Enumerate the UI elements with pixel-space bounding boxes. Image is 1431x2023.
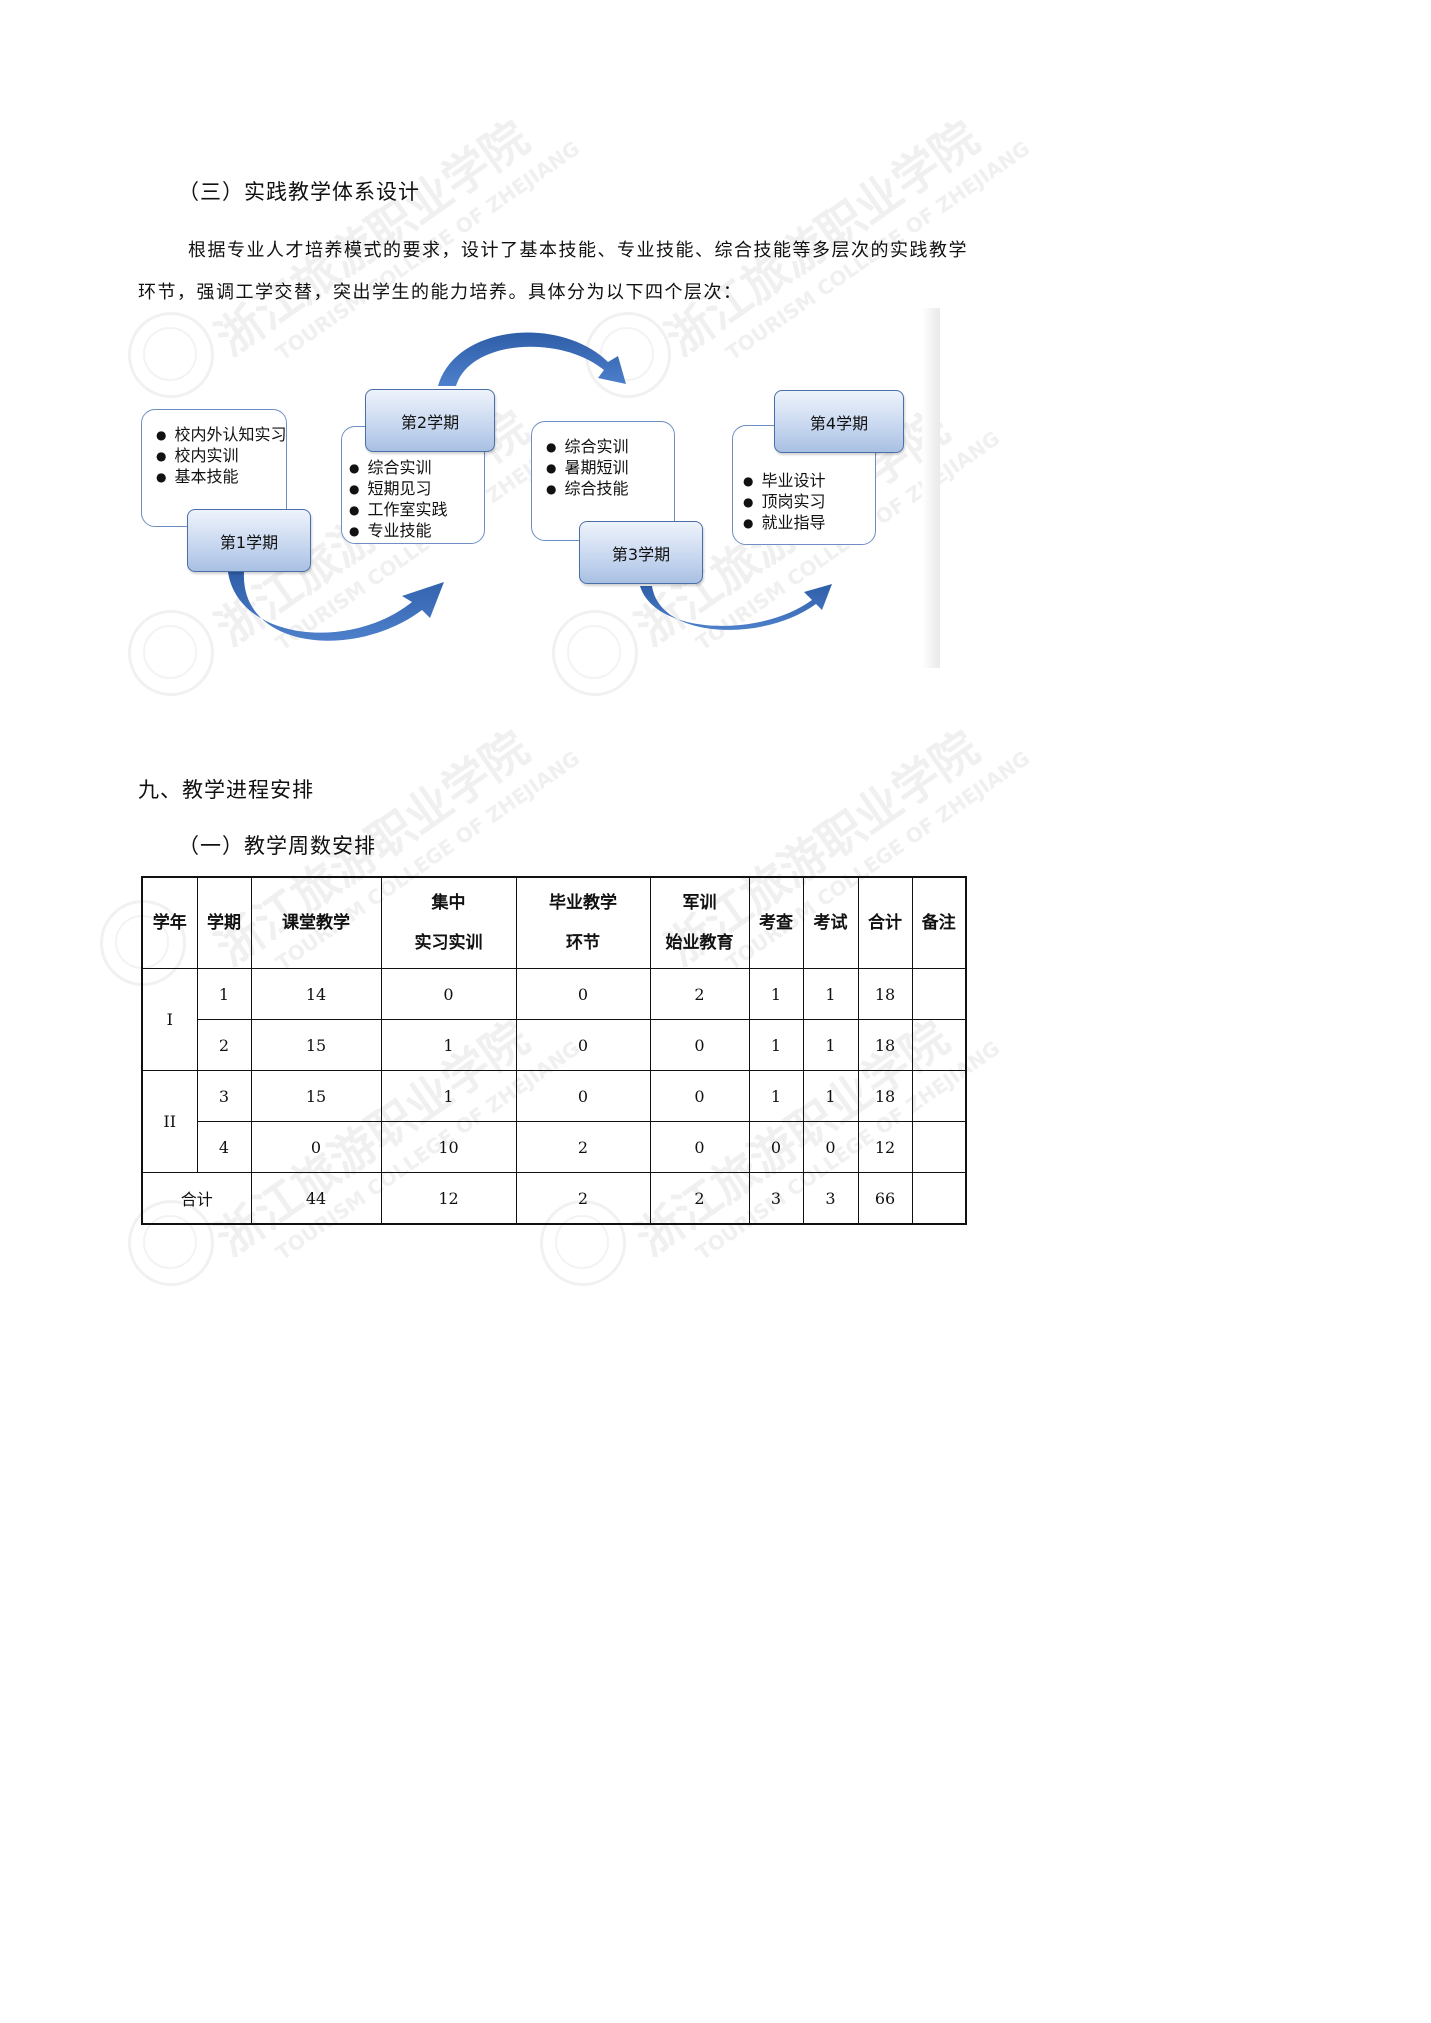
flow-arrows xyxy=(228,332,832,641)
table-cell: 4 xyxy=(196,1121,252,1173)
table-cell xyxy=(911,968,967,1020)
table-cell: 3 xyxy=(802,1172,859,1225)
term1-card: 校内外认知实习 校内实训 基本技能 xyxy=(141,409,287,527)
table-row: 4 0 10 2 0 0 0 12 xyxy=(142,1121,967,1173)
teaching-weeks-table: 学年 学期 课堂教学 集中实习实训 毕业教学环节 军训始业教育 考查 考试 合计… xyxy=(141,876,967,1225)
table-cell: 10 xyxy=(380,1121,517,1173)
table-cell: 2 xyxy=(649,968,750,1020)
subsection-title-weeks: （一）教学周数安排 xyxy=(178,834,376,858)
total-label-cell: 合计 xyxy=(141,1172,252,1225)
table-cell xyxy=(911,1019,967,1071)
table-cell: 15 xyxy=(250,1070,382,1122)
term2-label: 第2学期 xyxy=(365,389,495,452)
table-row: I 1 14 0 0 2 1 1 18 xyxy=(141,968,967,1071)
table-cell: 66 xyxy=(857,1172,913,1225)
table-row: 2 15 1 0 0 1 1 18 xyxy=(142,1019,967,1071)
table-cell: 0 xyxy=(515,968,651,1020)
table-cell: 0 xyxy=(649,1070,750,1122)
table-cell: 0 xyxy=(748,1121,804,1173)
table-cell: 0 xyxy=(380,968,517,1020)
term2-item: 综合实训 xyxy=(349,458,484,479)
term3-label: 第3学期 xyxy=(579,521,703,584)
table-cell: 2 xyxy=(515,1172,651,1225)
term1-label: 第1学期 xyxy=(187,509,311,572)
table-cell: 1 xyxy=(802,968,859,1020)
table-cell: 2 xyxy=(649,1172,750,1225)
table-cell: 2 xyxy=(196,1019,252,1071)
header-year: 学年 xyxy=(141,876,198,969)
term3-item: 暑期短训 xyxy=(546,458,674,479)
arrow-term1-to-term2 xyxy=(228,572,444,641)
term2-item: 短期见习 xyxy=(349,479,484,500)
table-cell: 3 xyxy=(196,1070,252,1122)
term3-item: 综合实训 xyxy=(546,437,674,458)
table-cell: 0 xyxy=(649,1019,750,1071)
table-cell xyxy=(911,1070,967,1122)
term4-item: 顶岗实习 xyxy=(743,492,875,513)
table-row: II 3 15 1 0 0 1 1 18 xyxy=(141,1070,967,1173)
table-cell: 1 xyxy=(196,968,252,1020)
term1-item: 校内外认知实习 xyxy=(156,425,286,446)
table-cell: 1 xyxy=(802,1019,859,1071)
table-total-row: 合计 44 12 2 2 3 3 66 xyxy=(141,1172,967,1225)
table-cell: 0 xyxy=(515,1070,651,1122)
year-cell: I xyxy=(141,968,198,1071)
section-title-practice-system: （三）实践教学体系设计 xyxy=(178,180,420,204)
term3-item: 综合技能 xyxy=(546,479,674,500)
table-cell: 12 xyxy=(857,1121,913,1173)
header-exam: 考试 xyxy=(802,876,859,969)
diagram-edge-shadow xyxy=(922,308,940,668)
arrow-term2-to-term3 xyxy=(438,332,626,386)
term2-item: 专业技能 xyxy=(349,521,484,542)
table-cell: 44 xyxy=(250,1172,382,1225)
header-term: 学期 xyxy=(196,876,252,969)
table-cell: 18 xyxy=(857,1019,913,1071)
term1-item: 基本技能 xyxy=(156,467,286,488)
table-cell: 14 xyxy=(250,968,382,1020)
header-check: 考查 xyxy=(748,876,804,969)
term4-item: 毕业设计 xyxy=(743,471,875,492)
table-cell: 1 xyxy=(802,1070,859,1122)
table-cell: 1 xyxy=(748,1019,804,1071)
intro-paragraph-line2: 环节，强调工学交替，突出学生的能力培养。具体分为以下四个层次： xyxy=(138,282,743,303)
term1-item: 校内实训 xyxy=(156,446,286,467)
table-cell xyxy=(911,1121,967,1173)
table-cell: 0 xyxy=(649,1121,750,1173)
table-header-row: 学年 学期 课堂教学 集中实习实训 毕业教学环节 军训始业教育 考查 考试 合计… xyxy=(141,876,967,969)
table-cell: 3 xyxy=(748,1172,804,1225)
table-cell: 18 xyxy=(857,968,913,1020)
section-title-teaching-schedule: 九、教学进程安排 xyxy=(138,778,314,802)
year-cell: II xyxy=(141,1070,198,1173)
table-cell: 1 xyxy=(748,1070,804,1122)
term2-item: 工作室实践 xyxy=(349,500,484,521)
table-cell: 1 xyxy=(748,968,804,1020)
table-cell: 12 xyxy=(380,1172,517,1225)
header-remark: 备注 xyxy=(911,876,967,969)
table-cell: 1 xyxy=(380,1070,517,1122)
table-cell: 0 xyxy=(515,1019,651,1071)
table-cell: 18 xyxy=(857,1070,913,1122)
header-military: 军训始业教育 xyxy=(649,876,750,969)
table-cell: 15 xyxy=(250,1019,382,1071)
header-graduation: 毕业教学环节 xyxy=(515,876,651,969)
table-cell xyxy=(911,1172,967,1225)
term4-item: 就业指导 xyxy=(743,513,875,534)
intro-paragraph-line1: 根据专业人才培养模式的要求，设计了基本技能、专业技能、综合技能等多层次的实践教学 xyxy=(188,240,968,261)
table-cell: 0 xyxy=(250,1121,382,1173)
arrow-term3-to-term4 xyxy=(640,584,832,630)
term4-label: 第4学期 xyxy=(774,390,904,453)
table-cell: 2 xyxy=(515,1121,651,1173)
header-classroom: 课堂教学 xyxy=(250,876,382,969)
header-practice: 集中实习实训 xyxy=(380,876,517,969)
header-total: 合计 xyxy=(857,876,913,969)
table-cell: 0 xyxy=(802,1121,859,1173)
table-cell: 1 xyxy=(380,1019,517,1071)
